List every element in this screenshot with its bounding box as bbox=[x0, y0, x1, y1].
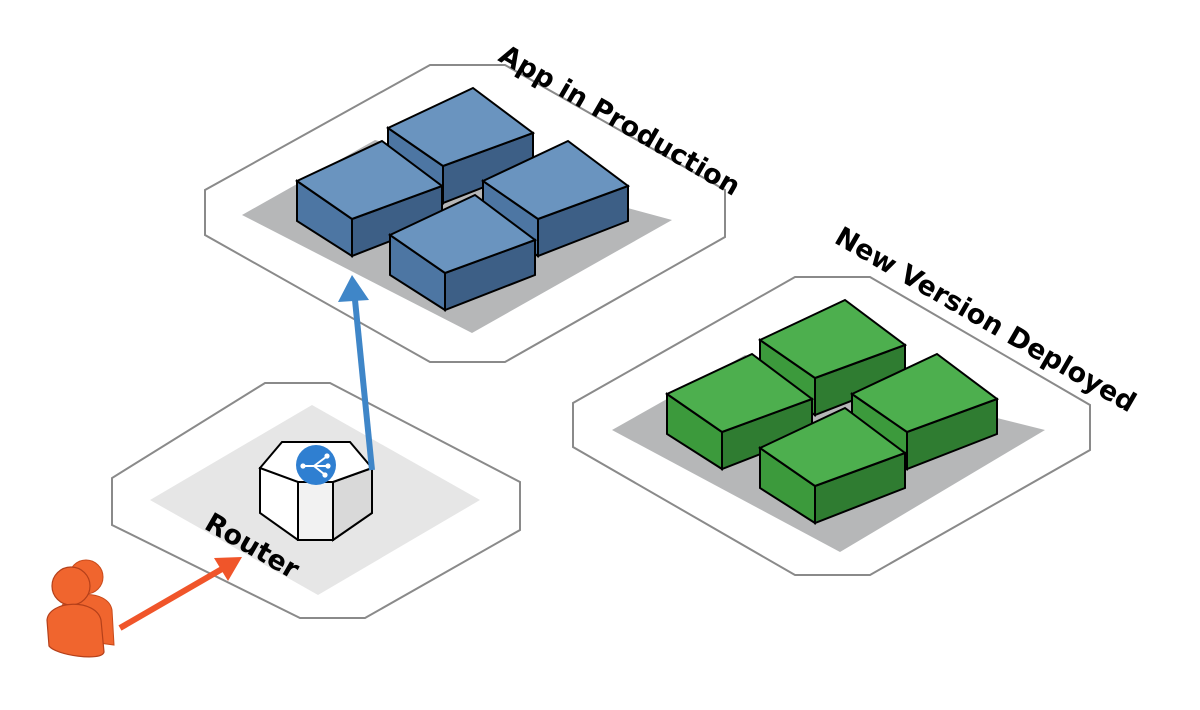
traffic-arrow-to-production bbox=[338, 275, 375, 471]
network-router-icon bbox=[258, 441, 374, 542]
router-group: Router bbox=[111, 382, 521, 619]
person-icon bbox=[46, 559, 115, 658]
production-group: App in Production bbox=[204, 39, 745, 363]
new-version-cube bbox=[665, 352, 815, 471]
production-cube bbox=[295, 139, 445, 258]
traffic-arrow-to-router bbox=[118, 557, 242, 631]
new-version-cube bbox=[758, 406, 908, 525]
production-cube bbox=[388, 193, 538, 312]
